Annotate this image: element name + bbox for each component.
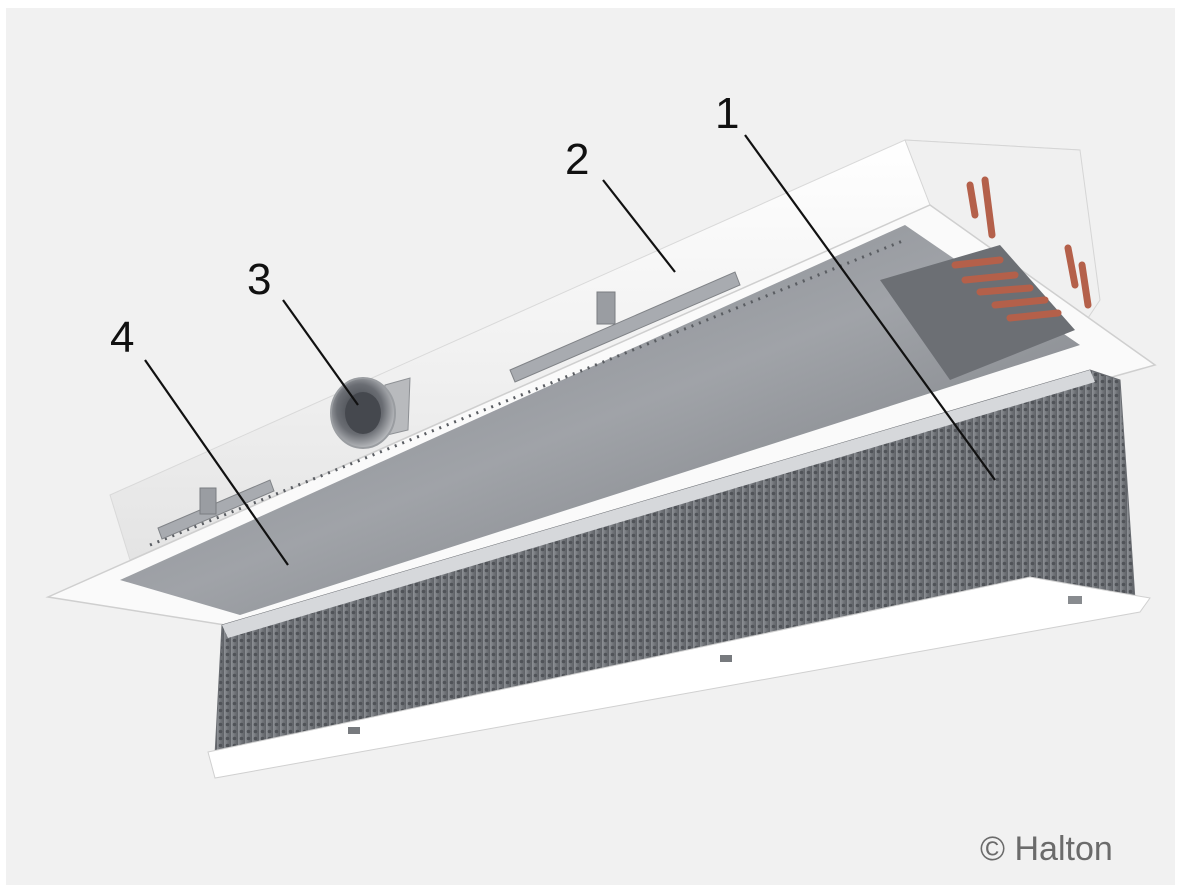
callout-2: 2 xyxy=(565,135,590,184)
inner-panel xyxy=(120,225,1080,615)
plate-hinge-edge xyxy=(222,370,1095,638)
mounting-bracket-left xyxy=(157,479,275,540)
leader-line-4 xyxy=(144,359,289,566)
housing-end xyxy=(904,139,1101,331)
air-inlet-spigot xyxy=(330,377,411,449)
callout-4: 4 xyxy=(110,313,135,362)
leader-line-1 xyxy=(744,134,996,481)
leader-line-3 xyxy=(282,299,359,406)
plate-bottom-edge xyxy=(207,576,1151,779)
copyright-text: © Halton xyxy=(980,830,1113,868)
leader-line-2 xyxy=(602,179,676,273)
leader-lines xyxy=(144,134,996,566)
mounting-bracket-right xyxy=(509,271,741,383)
coil-box xyxy=(880,245,1075,380)
copper-pipes xyxy=(951,176,1092,322)
callout-3: 3 xyxy=(247,255,272,304)
callout-1: 1 xyxy=(715,89,740,138)
